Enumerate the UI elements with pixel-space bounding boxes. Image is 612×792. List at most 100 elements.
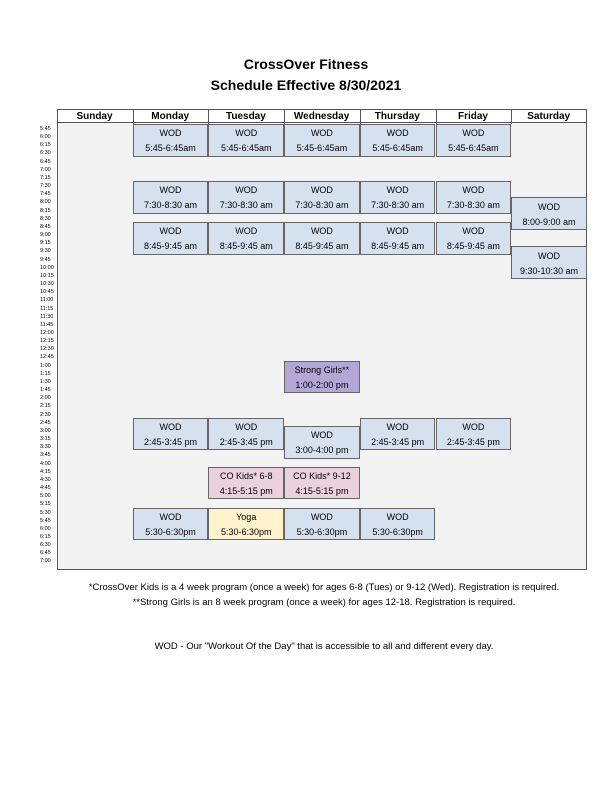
time-label: 9:15 bbox=[40, 240, 51, 247]
class-block-wednesday[interactable]: Strong Girls**1:00-2:00 pm bbox=[284, 360, 360, 394]
class-time: 5:30-6:30pm bbox=[145, 526, 196, 537]
time-label: 2:30 bbox=[40, 411, 51, 418]
time-label: 6:00 bbox=[40, 134, 51, 141]
column-divider bbox=[208, 109, 210, 124]
time-label: 10:45 bbox=[40, 289, 54, 296]
column-divider bbox=[359, 109, 361, 124]
class-name: WOD bbox=[310, 430, 333, 441]
time-label: 1:30 bbox=[40, 378, 51, 385]
class-name: WOD bbox=[159, 511, 182, 522]
class-time: 5:45-6:45am bbox=[448, 143, 499, 154]
time-label: 7:15 bbox=[40, 174, 51, 181]
class-name: WOD bbox=[462, 422, 485, 432]
class-name: WOD bbox=[462, 185, 485, 196]
time-label: 6:45 bbox=[40, 158, 51, 165]
time-label: 11:45 bbox=[40, 321, 54, 328]
time-label: 3:15 bbox=[40, 436, 51, 443]
class-name: Strong Girls** bbox=[294, 364, 350, 375]
time-label: 3:30 bbox=[40, 444, 51, 451]
time-label: 9:45 bbox=[40, 256, 51, 263]
class-name: WOD bbox=[310, 128, 333, 139]
class-name: WOD bbox=[386, 128, 409, 139]
class-time: 5:45-6:45am bbox=[372, 143, 423, 154]
time-label: 10:15 bbox=[40, 272, 54, 279]
column-divider bbox=[132, 109, 134, 124]
class-block-wednesday[interactable]: WOD 3:00-4:00 pm bbox=[284, 425, 360, 459]
class-name: WOD bbox=[159, 422, 182, 432]
time-label: 6:30 bbox=[40, 150, 51, 157]
class-time: 9:30-10:30 am bbox=[520, 265, 579, 276]
class-time: 5:30-6:30pm bbox=[372, 526, 423, 537]
class-time: 2:45-3:45 pm bbox=[219, 437, 273, 448]
time-label: 5:30 bbox=[40, 509, 51, 516]
class-block-friday[interactable]: WOD 7:30-8:30 am bbox=[435, 181, 512, 214]
time-label: 7:00 bbox=[40, 166, 51, 173]
time-label: 7:30 bbox=[40, 183, 51, 190]
time-label: 12:30 bbox=[40, 346, 54, 353]
time-label: 1:45 bbox=[40, 387, 51, 394]
time-label: 9:30 bbox=[40, 248, 51, 255]
time-label: 5:15 bbox=[40, 501, 51, 508]
time-label: 2:00 bbox=[40, 395, 51, 402]
day-header-row bbox=[57, 109, 587, 123]
class-time: 3:00-4:00 pm bbox=[295, 445, 349, 456]
time-label: 1:15 bbox=[40, 370, 51, 377]
class-time: 8:45-9:45 am bbox=[295, 241, 349, 252]
class-name: WOD bbox=[235, 422, 258, 432]
time-label: 12:15 bbox=[40, 338, 54, 345]
day-header-thursday: Thursday bbox=[374, 111, 420, 122]
class-name: WOD bbox=[159, 185, 182, 196]
class-block-monday[interactable]: WOD 8:45-9:45 am bbox=[132, 221, 209, 255]
time-label: 6:15 bbox=[40, 142, 51, 149]
time-label: 2:45 bbox=[40, 419, 51, 426]
class-name: Yoga bbox=[236, 511, 257, 522]
class-block-tuesday[interactable]: WOD 2:45-3:45 pm bbox=[208, 417, 285, 451]
time-label: 4:00 bbox=[40, 460, 51, 467]
time-label: 4:15 bbox=[40, 468, 51, 475]
class-block-wednesday[interactable]: WOD 8:45-9:45 am bbox=[284, 221, 360, 255]
class-block-monday[interactable]: WOD 5:30-6:30pm bbox=[132, 507, 209, 541]
column-divider bbox=[511, 109, 513, 124]
class-time: 8:45-9:45 am bbox=[144, 241, 198, 252]
class-time: 7:30-8:30 am bbox=[295, 200, 349, 211]
day-header-saturday: Saturday bbox=[527, 111, 571, 122]
time-label: 7:45 bbox=[40, 191, 51, 198]
class-name: WOD bbox=[310, 511, 333, 522]
class-time: 7:30-8:30 am bbox=[219, 200, 273, 211]
time-label: 8:30 bbox=[40, 215, 51, 222]
class-time: 8:45-9:45 am bbox=[219, 241, 273, 252]
day-header-friday: Friday bbox=[457, 111, 488, 122]
class-time: 7:30-8:30 am bbox=[446, 200, 500, 211]
class-name: WOD bbox=[310, 226, 333, 237]
time-label: 11:00 bbox=[40, 297, 54, 304]
class-name: WOD bbox=[386, 422, 409, 432]
class-block-thursday[interactable]: WOD 5:45-6:45am bbox=[359, 124, 436, 157]
day-header-sunday: Sunday bbox=[76, 111, 113, 122]
class-name: WOD bbox=[159, 226, 182, 237]
time-label: 1:00 bbox=[40, 362, 51, 369]
time-label: 5:00 bbox=[40, 493, 51, 500]
footnote-strong-girls: **Strong Girls is an 8 week program (onc… bbox=[132, 597, 516, 608]
time-label: 11:15 bbox=[40, 305, 54, 312]
